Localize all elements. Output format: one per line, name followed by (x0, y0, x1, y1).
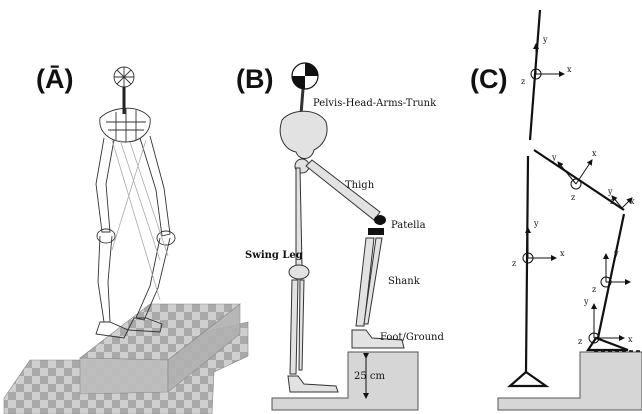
panel-a-wireframe-skeleton (96, 67, 175, 338)
svg-text:y: y (551, 153, 557, 162)
svg-text:x: x (628, 335, 633, 344)
svg-text:x: x (560, 249, 565, 258)
svg-text:x: x (592, 149, 597, 158)
panel-a-label: (Ā) (36, 64, 73, 94)
shank-link (598, 214, 624, 338)
swing-shank (290, 280, 298, 374)
label-pelvis-head-arms-trunk: Pelvis-Head-Arms-Trunk (313, 98, 437, 109)
pelvis-bone (280, 111, 327, 158)
panel-a-ground (4, 304, 248, 414)
svg-text:y: y (583, 297, 589, 306)
label-shank: Shank (388, 276, 421, 287)
frame-swing-hip: y x z (512, 219, 565, 268)
swing-foot-link (510, 372, 546, 386)
svg-text:z: z (512, 259, 516, 268)
svg-text:z: z (578, 337, 582, 346)
svg-text:y: y (542, 35, 548, 44)
frame-knee: y x z (607, 187, 635, 208)
svg-text:z: z (571, 193, 575, 202)
frame-trunk: y x z (521, 35, 572, 86)
stance-foot-link (588, 338, 628, 350)
step-height-label: 25 cm (354, 371, 386, 382)
svg-text:x: x (630, 197, 635, 206)
label-patella: Patella (391, 220, 426, 231)
patella-marker (374, 215, 386, 225)
swing-leg-link (526, 156, 528, 372)
panel-c-label: (C) (470, 64, 507, 94)
svg-text:y: y (613, 249, 619, 258)
panel-b-label: (B) (236, 64, 273, 94)
svg-text:z: z (592, 285, 596, 294)
label-foot-ground: Foot/Ground (380, 332, 444, 343)
swing-foot (288, 376, 338, 392)
svg-text:z: z (521, 77, 525, 86)
svg-text:y: y (533, 219, 539, 228)
panel-a: (Ā) (4, 64, 248, 414)
svg-text:y: y (607, 187, 613, 196)
panel-c-ground (498, 352, 642, 410)
svg-text:x: x (567, 65, 572, 74)
panel-b: (B) 25 cm (236, 63, 444, 410)
panel-c: (C) y x z y x z (470, 10, 642, 410)
label-thigh: Thigh (345, 180, 375, 191)
label-swing-leg: Swing Leg (245, 250, 303, 261)
head-marker (292, 63, 318, 89)
svg-text:z: z (610, 197, 614, 206)
